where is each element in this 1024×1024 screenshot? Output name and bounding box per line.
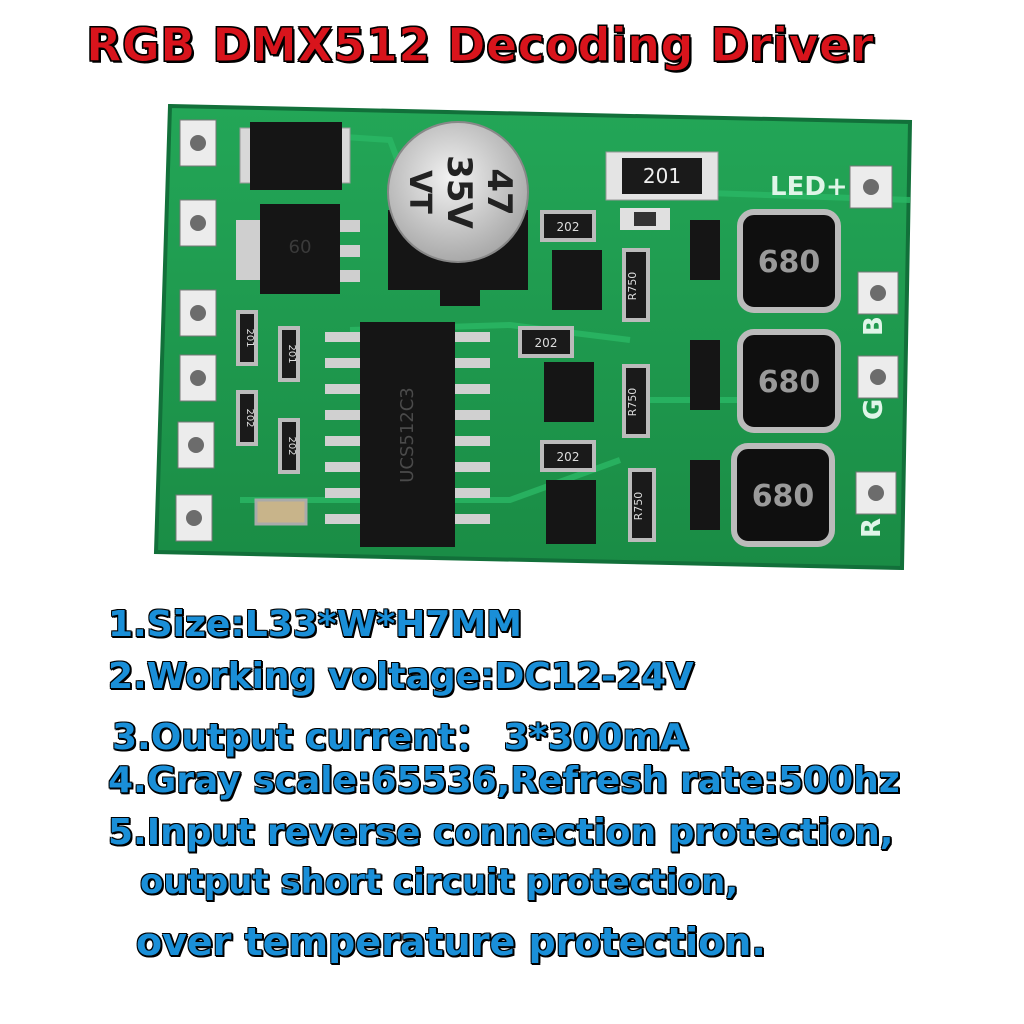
channel-driver-g: 202 R750 680	[518, 326, 841, 438]
inductor-b-label: 680	[758, 245, 821, 280]
svg-text:202: 202	[557, 450, 580, 464]
channel-label-g: G	[859, 399, 889, 420]
feature-gray-scale: 4.Gray scale:65536,Refresh rate:500hz	[108, 760, 900, 801]
ic-label: UCS512C3	[397, 387, 418, 483]
led-plus-label: LED+	[770, 172, 848, 202]
svg-text:R750: R750	[632, 492, 645, 521]
channel-label-b: B	[859, 316, 889, 336]
small-resistor-a2: 201	[286, 344, 297, 363]
small-resistor-b2: 202	[286, 436, 297, 455]
capacitor-value: 47	[479, 168, 519, 215]
electrolytic-capacitor: 47 35V VT	[387, 121, 529, 306]
top-resistor-label: 201	[643, 164, 681, 188]
output-pads	[855, 271, 899, 515]
svg-text:R750: R750	[626, 388, 639, 417]
small-resistor-a: 201	[244, 328, 255, 347]
channel-driver-r: 202 R750 680	[540, 440, 835, 547]
regulator-label: 09	[289, 235, 312, 256]
channel-label-r: R	[857, 518, 887, 538]
feature-protection-3: over temperature protection.	[136, 920, 766, 964]
svg-text:202: 202	[535, 336, 558, 350]
feature-protection-1: 5.Input reverse connection protection,	[108, 812, 894, 853]
feature-current: 3.Output current： 3*300mA	[112, 717, 688, 758]
capacitor-series: VT	[402, 170, 437, 214]
small-resistor-b: 202	[244, 408, 255, 427]
svg-text:R750: R750	[626, 272, 639, 301]
capacitor-voltage: 35V	[439, 155, 479, 229]
dmx-decoder-ic: UCS512C3	[325, 322, 490, 547]
feature-protection-2: output short circuit protection,	[140, 862, 739, 902]
regulator-chip: 09	[236, 204, 360, 294]
svg-text:202: 202	[557, 220, 580, 234]
page-title: RGB DMX512 Decoding Driver	[86, 18, 874, 73]
pcb-board-photo: 09 47 35V VT 201 LED+ UCS512C3	[153, 103, 913, 570]
inductor-r-label: 680	[752, 479, 815, 514]
input-pads	[175, 119, 217, 542]
inductor-g-label: 680	[758, 365, 821, 400]
feature-voltage: 2.Working voltage:DC12-24V	[108, 656, 694, 697]
channel-driver-b: 202 R750 680	[540, 209, 841, 322]
feature-size: 1.Size:L33*W*H7MM	[108, 604, 522, 645]
